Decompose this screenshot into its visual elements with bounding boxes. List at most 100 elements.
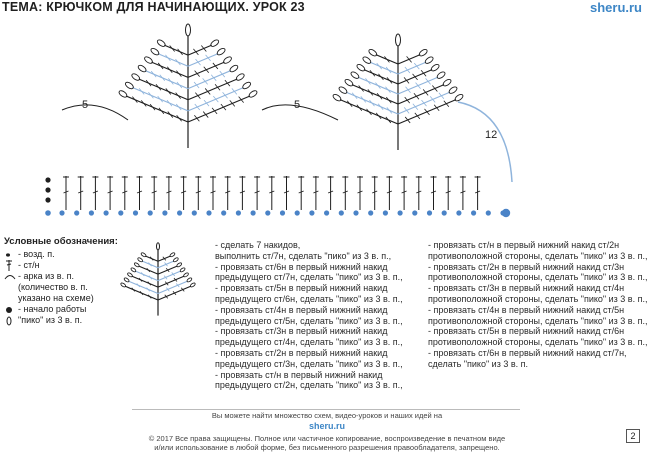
stitch-tick	[165, 268, 170, 273]
stitch-tick	[148, 262, 152, 267]
stitch-tick	[140, 100, 147, 107]
double-crochet-mark	[210, 190, 216, 194]
stitch-tick	[385, 116, 392, 124]
stitch-tick	[367, 89, 374, 96]
legend-item: "пико" из 3 в. п.	[4, 315, 122, 326]
picot-mark	[123, 277, 130, 283]
stitch-tick	[212, 62, 219, 70]
picot-mark	[368, 48, 378, 57]
stitch-line	[157, 280, 188, 295]
stitch-tick	[422, 89, 429, 96]
stitch-tick	[166, 99, 173, 107]
double-crochet-mark	[166, 190, 172, 194]
footer-link[interactable]: sheru.ru	[308, 421, 345, 431]
stitch-tick	[229, 100, 236, 107]
stitch-tick	[175, 58, 181, 66]
picot-mark	[173, 257, 179, 263]
legend-item-label: - начало работы	[18, 304, 87, 314]
picot-mark	[120, 282, 127, 288]
page-number: 2	[626, 429, 640, 443]
stitch-tick	[404, 116, 411, 124]
stitch-tick	[420, 69, 427, 77]
stitch-tick	[415, 82, 421, 89]
stitch-tick	[413, 93, 420, 100]
instruction-line: противоположной стороны, сделать "пико" …	[428, 250, 648, 261]
stitch-tick	[375, 112, 382, 120]
instruction-line: предыдущего ст/3н, сделать "пико" из 3 в…	[215, 358, 403, 369]
picot-mark	[133, 262, 140, 268]
stitch-tick	[176, 115, 182, 122]
instruction-line: - провязать ст/н в первый нижний накид с…	[428, 240, 620, 250]
stitch-tick	[193, 48, 199, 56]
stitch-tick	[385, 96, 392, 104]
picot-mark	[140, 252, 147, 258]
stitch-line	[187, 53, 219, 67]
picot-mark	[156, 242, 160, 251]
double-crochet-mark	[92, 190, 99, 194]
picot-mark	[332, 93, 342, 102]
chain-dot	[74, 210, 80, 216]
stitch-tick	[195, 92, 201, 99]
stitch-tick	[169, 45, 175, 52]
chain-dot	[88, 210, 94, 216]
chain-dot	[412, 210, 418, 216]
double-crochet-icon	[6, 260, 12, 271]
stitch-tick	[378, 73, 384, 81]
stitch-line	[157, 53, 189, 67]
brand-logo[interactable]: sheru.ru	[589, 0, 642, 15]
stitch-tick	[404, 96, 411, 104]
stitch-tick	[412, 73, 418, 81]
stitch-tick	[157, 95, 163, 103]
legend-item-label: - возд. п.	[18, 249, 55, 259]
stitch-tick	[405, 86, 411, 94]
stitch-tick	[177, 48, 183, 56]
stitch-line	[134, 270, 159, 282]
stitch-tick	[386, 107, 393, 114]
stitch-line	[187, 70, 232, 90]
chain-dot	[221, 210, 227, 216]
picot-icon	[6, 316, 12, 326]
stitch-tick	[180, 287, 185, 292]
stitch-tick	[220, 103, 227, 111]
picot-mark	[186, 277, 193, 283]
picot-mark	[248, 90, 258, 98]
picot-mark	[424, 56, 434, 64]
picot-mark	[436, 71, 446, 79]
stitch-line	[187, 95, 251, 123]
chain-dot	[250, 210, 256, 216]
arch-count-label: 5	[82, 99, 88, 111]
chain-dot	[338, 210, 344, 216]
chain-dot	[132, 210, 139, 216]
stitch-tick	[365, 78, 371, 85]
stitch-tick	[166, 287, 170, 292]
double-crochet-mark	[386, 190, 393, 194]
stitch-tick	[167, 111, 174, 118]
legend-item-label: "пико" из 3 в. п.	[18, 315, 83, 325]
stitch-tick	[385, 66, 392, 74]
stitch-tick	[376, 62, 383, 70]
picot-mark	[356, 63, 366, 72]
chain-dot	[456, 210, 462, 216]
chain-dot	[368, 210, 374, 216]
leaf-motif-mini	[120, 242, 196, 316]
picot-mark	[338, 86, 348, 94]
picot-mark	[144, 56, 153, 64]
instruction-line: - провязать ст/6н в первый нижний накид	[215, 261, 388, 272]
chain-dot	[426, 210, 433, 216]
stitch-tick	[147, 294, 152, 299]
double-crochet-mark	[225, 190, 231, 194]
instruction-line: - провязать ст/4н в первый нижний накид …	[428, 304, 625, 315]
picot-mark	[127, 272, 133, 278]
stitch-tick	[132, 96, 138, 103]
stitch-tick	[384, 56, 390, 63]
footer-promo-text: Вы можете найти множество схем, видео-ур…	[211, 411, 443, 420]
stitch-tick	[168, 78, 174, 85]
picot-mark	[216, 47, 226, 56]
stitch-tick	[140, 272, 145, 277]
stitch-tick	[205, 54, 211, 62]
stitch-tick	[386, 77, 393, 84]
instruction-line: предыдущего ст/7н, сделать "пико" из 3 в…	[215, 272, 403, 283]
chain-dot	[191, 210, 197, 216]
stitch-tick	[164, 294, 169, 299]
instruction-line: противоположной стороны, сделать "пико" …	[428, 272, 648, 283]
